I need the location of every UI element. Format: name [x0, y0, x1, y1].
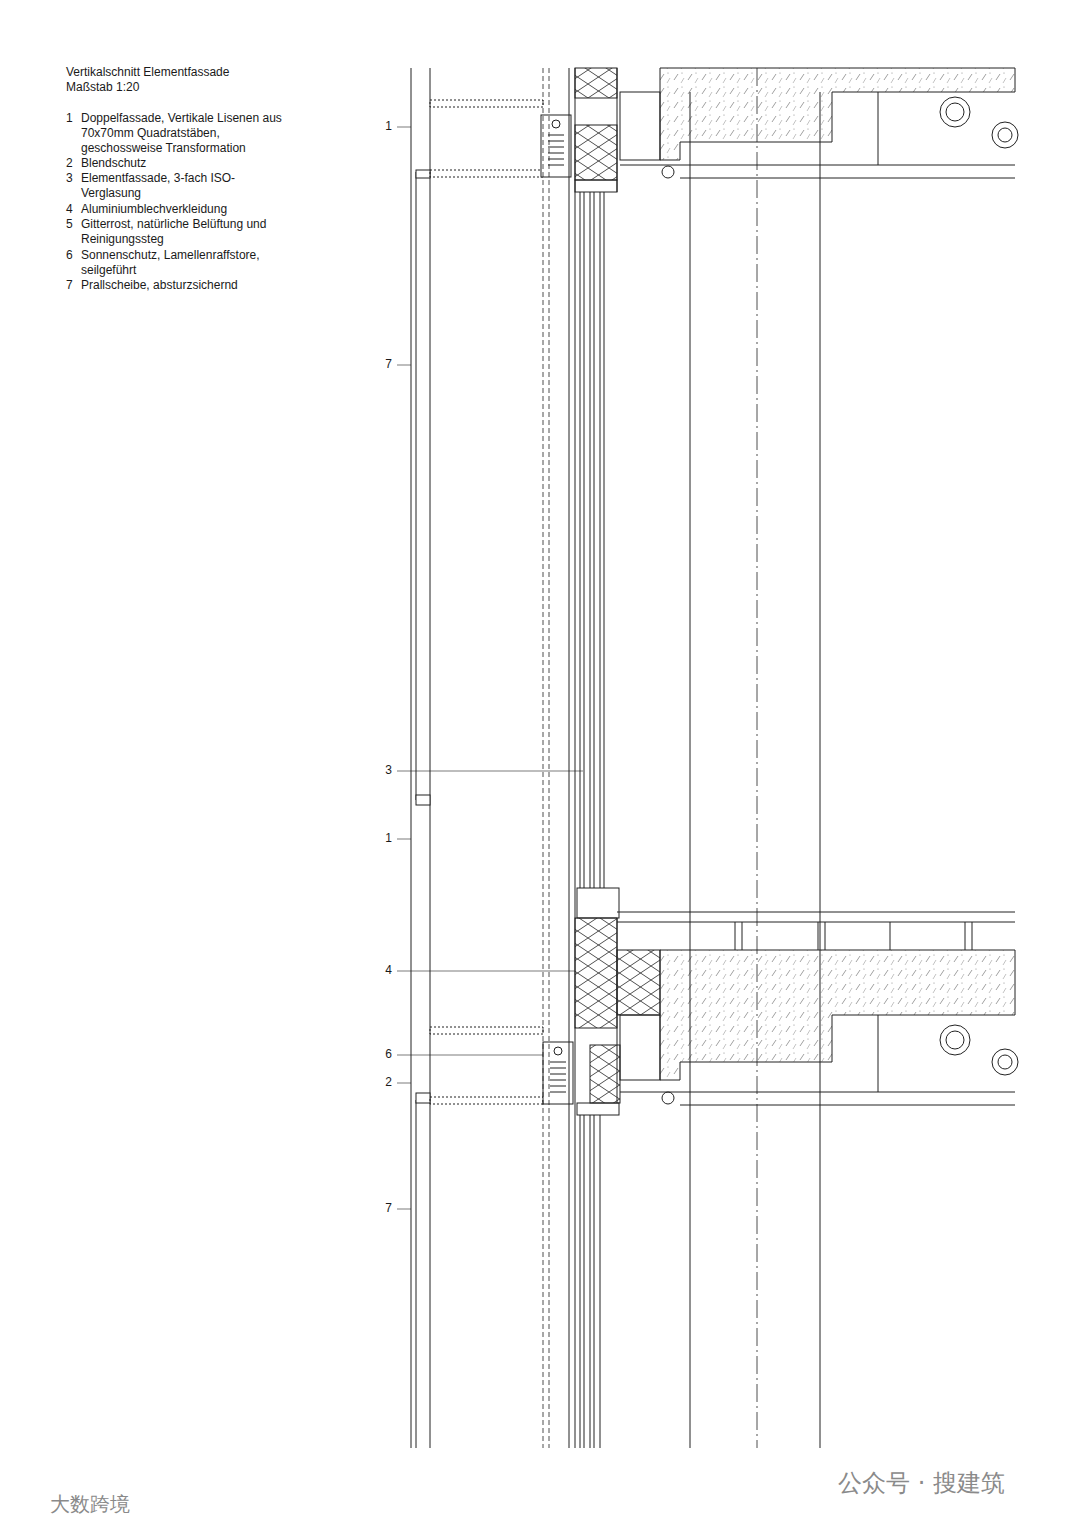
- callout-number: 1: [385, 119, 392, 134]
- drawing-title: Vertikalschnitt Elementfassade: [66, 65, 229, 80]
- legend-text: Blendschutz: [81, 156, 286, 171]
- legend-text: Aluminiumblechverkleidung: [81, 202, 286, 217]
- legend-number: 4: [66, 202, 73, 217]
- legend-text: Elementfassade, 3-fach ISO-Verglasung: [81, 171, 286, 201]
- legend-text: Doppelfassade, Vertikale Lisenen aus 70x…: [81, 111, 286, 156]
- scale-note: Maßstab 1:20: [66, 80, 139, 95]
- watermark: 大数跨境: [50, 1490, 130, 1518]
- watermark: 公众号 · 搜建筑: [838, 1469, 1005, 1497]
- legend-text: Sonnenschutz, Lamellenraffstore, seilgef…: [81, 248, 286, 278]
- legend-number: 2: [66, 156, 73, 171]
- callout-number: 2: [385, 1075, 392, 1090]
- legend-number: 7: [66, 278, 73, 293]
- legend-text: Prallscheibe, absturzsichernd: [81, 278, 286, 293]
- callout-number: 7: [385, 1201, 392, 1216]
- callout-number: 3: [385, 763, 392, 778]
- legend-number: 1: [66, 111, 73, 126]
- callout-number: 4: [385, 963, 392, 978]
- legend-number: 5: [66, 217, 73, 232]
- legend-number: 6: [66, 248, 73, 263]
- callout-number: 6: [385, 1047, 392, 1062]
- legend-number: 3: [66, 171, 73, 186]
- callout-number: 1: [385, 831, 392, 846]
- callout-number: 7: [385, 357, 392, 372]
- legend-text: Gitterrost, natürliche Belüftung und Rei…: [81, 217, 286, 247]
